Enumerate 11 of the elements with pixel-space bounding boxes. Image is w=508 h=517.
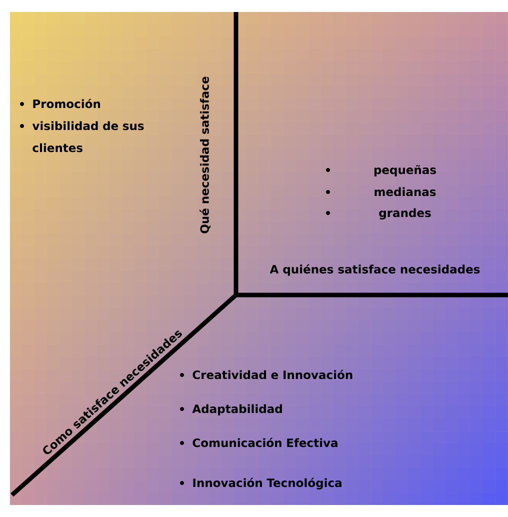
bullet-item: Comunicación Efectiva [180,438,338,448]
bullet-item: Adaptabilidad [180,404,282,416]
bullet-item: medianas [326,187,436,196]
bullet-item: Promoción [20,98,100,108]
bullet-item: grandes [326,208,431,220]
axis-title: Qué necesidad satisface [200,76,210,234]
bullet-item: Innovación Tecnológica [180,478,342,490]
bullet-item: visibilidad de sus clientes [20,121,144,152]
axis-title: A quiénes satisface necesidades [270,264,480,276]
bullet-item: Creatividad e Innovación [180,370,352,380]
bullet-item: pequeñas [326,165,436,176]
